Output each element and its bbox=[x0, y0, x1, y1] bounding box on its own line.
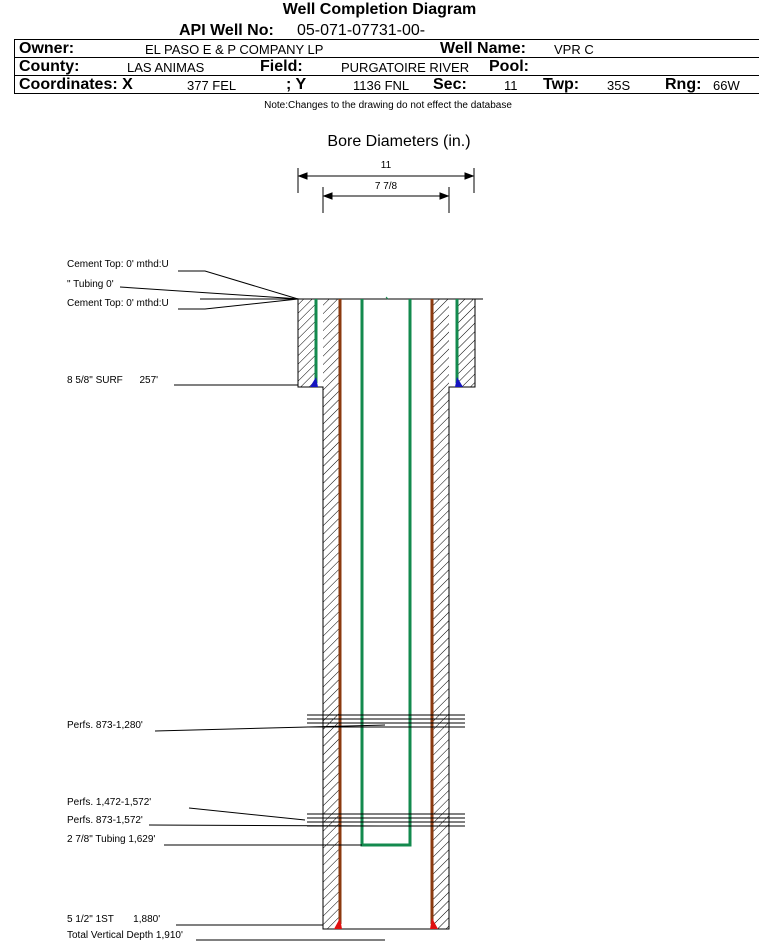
perfs-mid-label-2: Perfs. 873-1,572' bbox=[67, 815, 143, 826]
perfs-upper-label: Perfs. 873-1,280' bbox=[67, 720, 143, 731]
coord-y-value: 1136 FNL bbox=[353, 78, 410, 93]
well-name-value: VPR C bbox=[554, 42, 594, 57]
sec-label: Sec: bbox=[433, 76, 467, 93]
surface-cement-right bbox=[457, 299, 475, 387]
surface-casing-shoe-right bbox=[455, 377, 463, 387]
production-casing-shoe-left bbox=[334, 918, 342, 929]
surface-casing-shoe-left bbox=[310, 377, 318, 387]
tubing-label: 2 7/8" Tubing 1,629' bbox=[67, 834, 155, 845]
twp-label: Twp: bbox=[543, 76, 580, 93]
coord-x-value: 377 FEL bbox=[187, 78, 237, 93]
bore-diameters-title: Bore Diameters (in.) bbox=[327, 133, 471, 150]
production-cement-right bbox=[433, 299, 449, 929]
tubing-top-label: " Tubing 0' bbox=[67, 279, 114, 290]
perfs-mid-label-1: Perfs. 1,472-1,572' bbox=[67, 797, 151, 808]
county-value: LAS ANIMAS bbox=[127, 60, 205, 75]
owner-label: Owner: bbox=[19, 40, 75, 57]
cement-top-label-1: Cement Top: 0' mthd:U bbox=[67, 259, 169, 270]
annotation-leaders bbox=[119, 270, 386, 941]
pool-label: Pool: bbox=[489, 58, 529, 75]
outer-bore-diameter: 11 bbox=[381, 160, 392, 171]
coord-x-label: Coordinates: X bbox=[19, 76, 133, 93]
coordinates-row: Coordinates: X 377 FEL ; Y 1136 FNL Sec:… bbox=[14, 75, 759, 94]
coord-y-label: ; Y bbox=[286, 76, 307, 93]
diagram-title: Well Completion Diagram bbox=[282, 1, 477, 18]
sec-value: 11 bbox=[504, 78, 518, 93]
production-casing-shoe-right bbox=[430, 918, 438, 929]
production-casing-label: 5 1/2" 1ST 1,880' bbox=[67, 914, 160, 925]
surface-casing-label: 8 5/8" SURF 257' bbox=[67, 375, 158, 386]
bore-diameter-dimensions bbox=[297, 168, 475, 213]
surface-cement-left bbox=[298, 299, 316, 387]
rng-value: 66W bbox=[713, 78, 740, 93]
field-label: Field: bbox=[260, 58, 303, 75]
field-value: PURGATOIRE RIVER bbox=[341, 60, 470, 75]
rng-label: Rng: bbox=[665, 76, 702, 93]
perforations-upper bbox=[307, 714, 465, 728]
borehole-outline bbox=[297, 299, 476, 930]
api-label: API Well No: bbox=[179, 22, 274, 39]
owner-value: EL PASO E & P COMPANY LP bbox=[145, 42, 324, 57]
total-depth-label: Total Vertical Depth 1,910' bbox=[67, 930, 183, 941]
county-label: County: bbox=[19, 58, 80, 75]
inner-bore-diameter: 7 7/8 bbox=[375, 181, 398, 192]
api-row: API Well No: 05-071-07731-00- bbox=[14, 22, 757, 39]
county-row: County: LAS ANIMAS Field: PURGATOIRE RIV… bbox=[14, 57, 759, 75]
twp-value: 35S bbox=[607, 78, 631, 93]
api-value: 05-071-07731-00- bbox=[297, 22, 426, 39]
production-cement-left bbox=[323, 299, 339, 929]
owner-row: Owner: EL PASO E & P COMPANY LP Well Nam… bbox=[14, 39, 759, 57]
database-note: Note:Changes to the drawing do not effec… bbox=[264, 100, 512, 111]
tubing-top-mark bbox=[385, 296, 389, 300]
well-name-label: Well Name: bbox=[440, 40, 526, 57]
tubing-string bbox=[360, 299, 412, 847]
cement-top-label-2: Cement Top: 0' mthd:U bbox=[67, 298, 169, 309]
